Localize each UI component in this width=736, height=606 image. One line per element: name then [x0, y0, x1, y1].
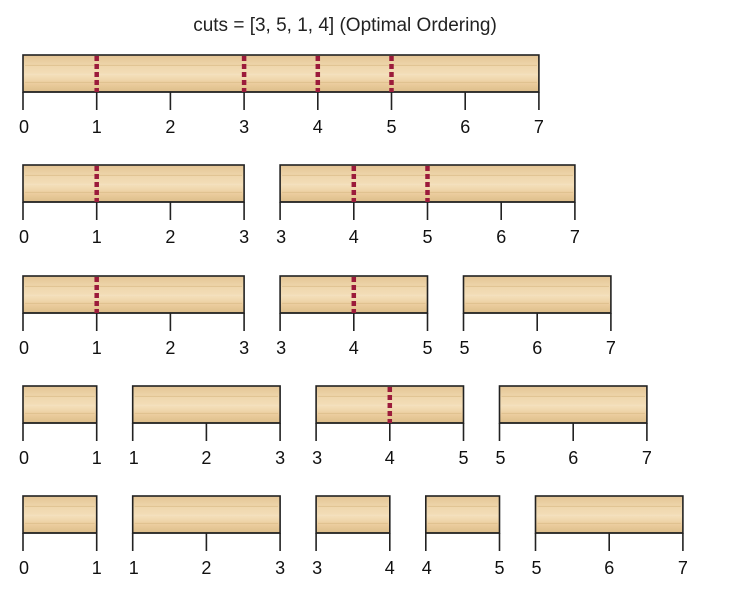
tick-label: 4 — [349, 227, 359, 247]
tick-label: 1 — [92, 338, 102, 358]
tick-label: 2 — [201, 448, 211, 468]
tick-label: 1 — [92, 227, 102, 247]
tick-label: 3 — [239, 338, 249, 358]
stick-wood — [22, 275, 245, 314]
stick-wood — [534, 495, 684, 534]
diagram-title: cuts = [3, 5, 1, 4] (Optimal Ordering) — [193, 15, 497, 36]
tick-label: 0 — [19, 227, 29, 247]
tick-label: 6 — [532, 338, 542, 358]
tick-label: 2 — [165, 227, 175, 247]
tick-label: 4 — [313, 117, 323, 137]
stick-piece: 5 6 7 — [459, 275, 616, 358]
tick-label: 7 — [606, 338, 616, 358]
stick-piece: 0 1 2 3 — [19, 275, 249, 358]
tick-label: 2 — [165, 338, 175, 358]
tick-label: 0 — [19, 338, 29, 358]
tick-label: 3 — [275, 448, 285, 468]
stick-piece: 5 6 7 — [495, 385, 652, 468]
tick-label: 5 — [531, 558, 541, 578]
stick-wood — [424, 495, 501, 534]
tick-label: 3 — [239, 117, 249, 137]
tick-label: 5 — [458, 448, 468, 468]
stick-piece: 3 4 5 — [276, 275, 433, 358]
stick-wood — [22, 495, 98, 534]
stick-wood — [131, 495, 281, 534]
tick-label: 1 — [92, 117, 102, 137]
tick-label: 1 — [129, 558, 139, 578]
tick-label: 0 — [19, 558, 29, 578]
stick-piece: 3 4 5 6 7 — [276, 164, 580, 247]
row-2: 0 1 2 3 3 4 5 6 7 — [19, 164, 580, 247]
tick-label: 6 — [568, 448, 578, 468]
tick-label: 7 — [570, 227, 580, 247]
stick-piece: 1 2 3 — [129, 495, 285, 578]
tick-label: 1 — [92, 558, 102, 578]
tick-label: 4 — [385, 558, 395, 578]
tick-label: 3 — [239, 227, 249, 247]
tick-label: 4 — [422, 558, 432, 578]
tick-label: 6 — [496, 227, 506, 247]
tick-label: 0 — [19, 448, 29, 468]
stick-wood — [22, 385, 98, 424]
stick-piece: 0 1 2 3 — [19, 164, 249, 247]
tick-label: 7 — [534, 117, 544, 137]
tick-label: 5 — [495, 448, 505, 468]
stick-piece: 0 1 2 3 4 5 6 7 — [19, 54, 544, 137]
tick-label: 7 — [678, 558, 688, 578]
tick-label: 1 — [92, 448, 102, 468]
tick-label: 5 — [422, 227, 432, 247]
tick-label: 4 — [349, 338, 359, 358]
stick-piece: 3 4 5 — [312, 385, 469, 468]
stick-wood — [462, 275, 612, 314]
tick-label: 5 — [386, 117, 396, 137]
tick-label: 0 — [19, 117, 29, 137]
stick-piece: 5 6 7 — [531, 495, 688, 578]
tick-label: 5 — [459, 338, 469, 358]
row-1: 0 1 2 3 4 5 6 7 — [19, 54, 544, 137]
tick-label: 4 — [385, 448, 395, 468]
tick-label: 3 — [276, 338, 286, 358]
tick-label: 3 — [275, 558, 285, 578]
tick-label: 3 — [276, 227, 286, 247]
stick-piece: 1 2 3 — [129, 385, 285, 468]
stick-wood — [498, 385, 648, 424]
tick-label: 1 — [129, 448, 139, 468]
row-3: 0 1 2 3 3 4 5 5 6 7 — [19, 275, 616, 358]
stick-wood — [315, 495, 391, 534]
tick-label: 2 — [165, 117, 175, 137]
stick-wood — [131, 385, 281, 424]
tick-label: 5 — [422, 338, 432, 358]
stick-wood — [22, 54, 540, 93]
tick-label: 7 — [642, 448, 652, 468]
stick-wood — [22, 164, 245, 203]
tick-label: 3 — [312, 558, 322, 578]
tick-label: 2 — [201, 558, 211, 578]
tick-label: 5 — [494, 558, 504, 578]
tick-label: 6 — [460, 117, 470, 137]
tick-label: 3 — [312, 448, 322, 468]
tick-label: 6 — [604, 558, 614, 578]
